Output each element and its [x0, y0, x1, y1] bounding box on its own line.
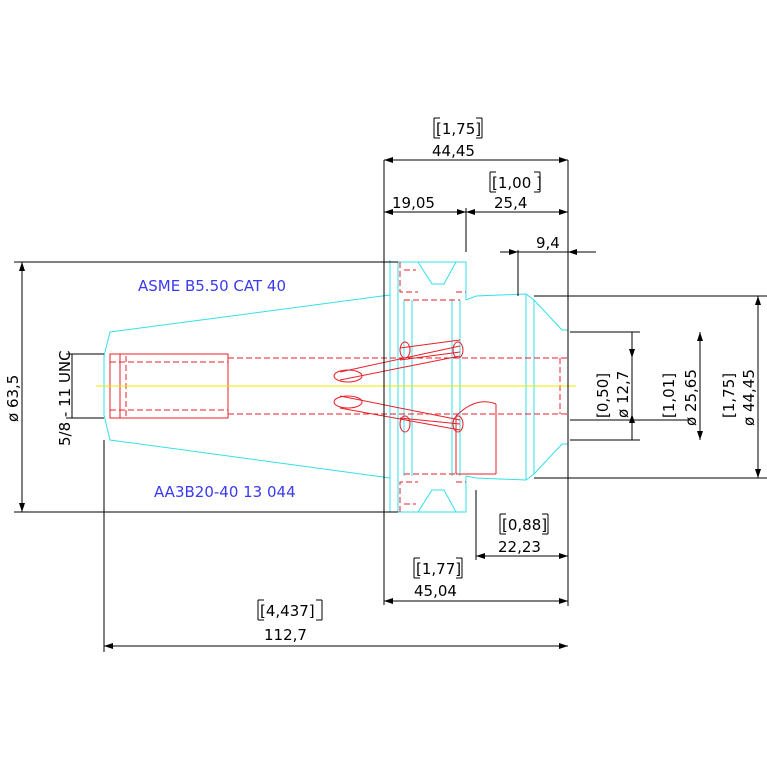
drive-slot-top	[399, 262, 466, 301]
channel-cross-1	[333, 369, 363, 383]
collar-width-in: [1,00 ]	[492, 174, 542, 192]
bore-in: [0,50]	[594, 373, 612, 418]
dimension-lines	[14, 157, 767, 652]
channel-port-1	[399, 341, 411, 359]
collar-dia-mm: ø 44,45	[740, 369, 758, 426]
nose-mm: ø 25,65	[682, 369, 700, 426]
channel-port-2	[452, 341, 464, 359]
coolant-channel-lower	[339, 395, 461, 431]
overall-len-in: [4,437]	[260, 602, 315, 620]
gauge-in: [1,77]	[416, 560, 461, 578]
set-screw-hole	[455, 401, 497, 475]
flange-width-mm: 44,45	[432, 142, 475, 160]
bracket-overall-len	[257, 599, 323, 621]
clamp-len-mm: 22,23	[498, 538, 541, 556]
v-groove-top	[417, 261, 457, 285]
bracket-collar-width	[489, 171, 541, 193]
flange-thick-mm: 19,05	[392, 194, 435, 212]
collar-dia-in: [1,75]	[720, 373, 738, 418]
channel-port-3	[399, 415, 411, 433]
flange-width-in: [1,75]	[436, 120, 481, 138]
drive-slot-bottom	[399, 473, 466, 512]
arrows-flange-thick	[384, 209, 466, 215]
v-groove-bottom	[417, 489, 457, 513]
overall-dia: ø 63,5	[4, 375, 22, 422]
coolant-channel-upper	[339, 339, 461, 381]
flange-inner-lines	[403, 300, 461, 476]
bracket-clamp-len	[499, 513, 549, 535]
collar-width-mm: 25,4	[494, 194, 527, 212]
bracket-flange-width	[433, 117, 483, 139]
hidden-features	[109, 262, 569, 512]
chamfer-mm: 9,4	[536, 234, 560, 252]
channel-port-4	[452, 415, 464, 433]
nose-in: [1,01]	[660, 373, 678, 418]
thread-label: 5/8 - 11 UNC	[56, 350, 74, 446]
collar-chamfer	[525, 294, 535, 480]
collar-body	[465, 293, 569, 481]
channel-cross-2	[333, 395, 363, 409]
bracket-gauge	[413, 557, 463, 579]
gauge-mm: 45,04	[414, 582, 457, 600]
clamp-len-in: [0,88]	[502, 516, 547, 534]
part-number-note: AA3B20-40 13 044	[154, 483, 296, 501]
standard-note: ASME B5.50 CAT 40	[138, 277, 286, 295]
inch-brackets	[257, 117, 549, 621]
bore-mm: ø 12,7	[614, 371, 632, 418]
thread-leader	[66, 353, 104, 419]
extension-lines	[14, 160, 767, 652]
overall-len-mm: 112,7	[264, 626, 307, 644]
